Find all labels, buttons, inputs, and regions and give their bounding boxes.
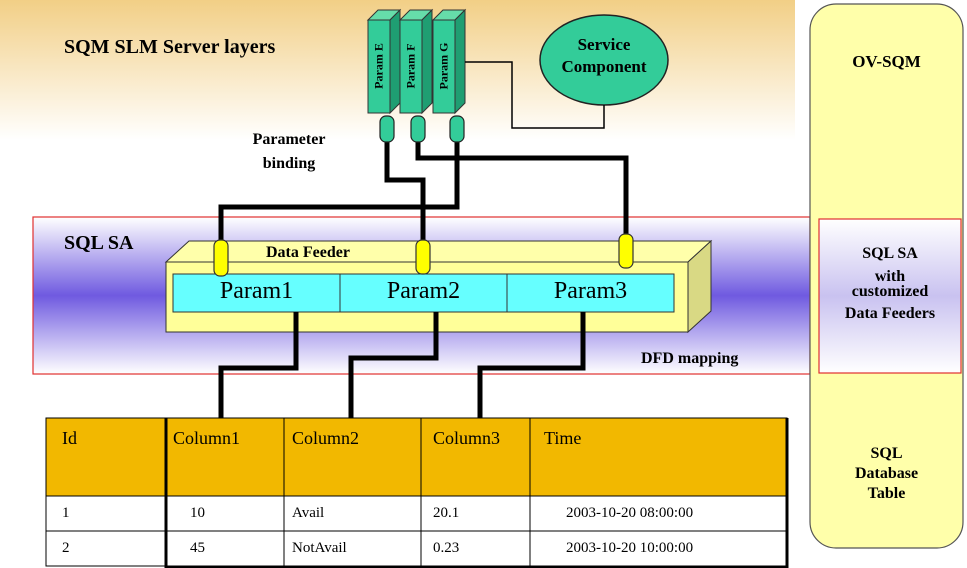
param-blocks xyxy=(366,8,467,115)
sidebar-sql-sa-line2: with xyxy=(874,268,906,285)
param3-label: Param3 xyxy=(553,278,628,304)
table-row-2-time: 2003-10-20 10:00:00 xyxy=(566,540,694,556)
param2-cell xyxy=(339,273,508,313)
table-row-2-column2: NotAvail xyxy=(292,540,347,556)
sql-sa-title: SQL SA xyxy=(64,232,134,254)
table-row-1-id: 1 xyxy=(62,505,70,521)
param3-cell xyxy=(506,273,675,313)
sidebar-db-line3: Table xyxy=(867,485,906,502)
sidebar-sql-sa-highlight xyxy=(818,218,962,374)
service-link-line xyxy=(465,61,605,129)
table-row-2-id: 2 xyxy=(62,540,70,556)
sidebar-sql-sa-label: SQL SA with customized Data Feeders xyxy=(819,244,961,324)
database-table-grid xyxy=(45,417,789,568)
sidebar-db-table-label: SQL Database Table xyxy=(810,444,963,504)
param2-label: Param2 xyxy=(386,278,461,304)
sidebar-sql-sa-line1: SQL SA xyxy=(862,245,918,262)
param-g-block xyxy=(432,19,456,114)
table-header-column3: Column3 xyxy=(433,428,501,448)
data-feeder-title: Data Feeder xyxy=(266,244,350,261)
sidebar-ov-sqm-label: OV-SQM xyxy=(852,52,921,71)
param-e-block xyxy=(367,19,391,114)
table-header-time: Time xyxy=(544,428,582,448)
service-component-label: Service Component xyxy=(540,34,668,78)
binding-label-line1: Parameter xyxy=(252,131,326,148)
param-g-label: Param G xyxy=(436,42,451,90)
param1-label: Param1 xyxy=(219,278,294,304)
param-e-label: Param E xyxy=(371,43,386,89)
service-label-line2: Component xyxy=(561,57,647,76)
table-row-1-column2: Avail xyxy=(292,505,325,521)
sidebar-db-line1: SQL xyxy=(870,445,903,462)
table-header-column1: Column1 xyxy=(173,428,241,448)
dfd-mapping-label: DFD mapping xyxy=(641,350,739,367)
sidebar-db-line2: Database xyxy=(854,465,919,482)
binding-label-line2: binding xyxy=(262,155,316,172)
table-header-column2: Column2 xyxy=(292,428,360,448)
table-row-1-time: 2003-10-20 08:00:00 xyxy=(566,505,694,521)
feeder-connectors xyxy=(213,233,634,277)
param-f-label: Param F xyxy=(403,43,418,89)
table-row-2-column3: 0.23 xyxy=(433,540,460,556)
service-label-line1: Service xyxy=(577,35,631,54)
table-row-2-column1: 45 xyxy=(190,540,205,556)
param-f-block xyxy=(399,19,423,114)
server-layer-title: SQM SLM Server layers xyxy=(64,36,276,58)
table-header-id: Id xyxy=(62,428,77,448)
sidebar-sql-sa-line3: customized xyxy=(851,283,929,300)
table-row-1-column3: 20.1 xyxy=(433,505,460,521)
parameter-binding-label: Parameter binding xyxy=(234,128,344,176)
param1-cell xyxy=(172,273,341,313)
table-row-1-column1: 10 xyxy=(190,505,205,521)
binding-cables xyxy=(218,140,629,418)
param-block-connectors xyxy=(379,115,465,143)
sidebar-sql-sa-line4: Data Feeders xyxy=(844,305,936,322)
